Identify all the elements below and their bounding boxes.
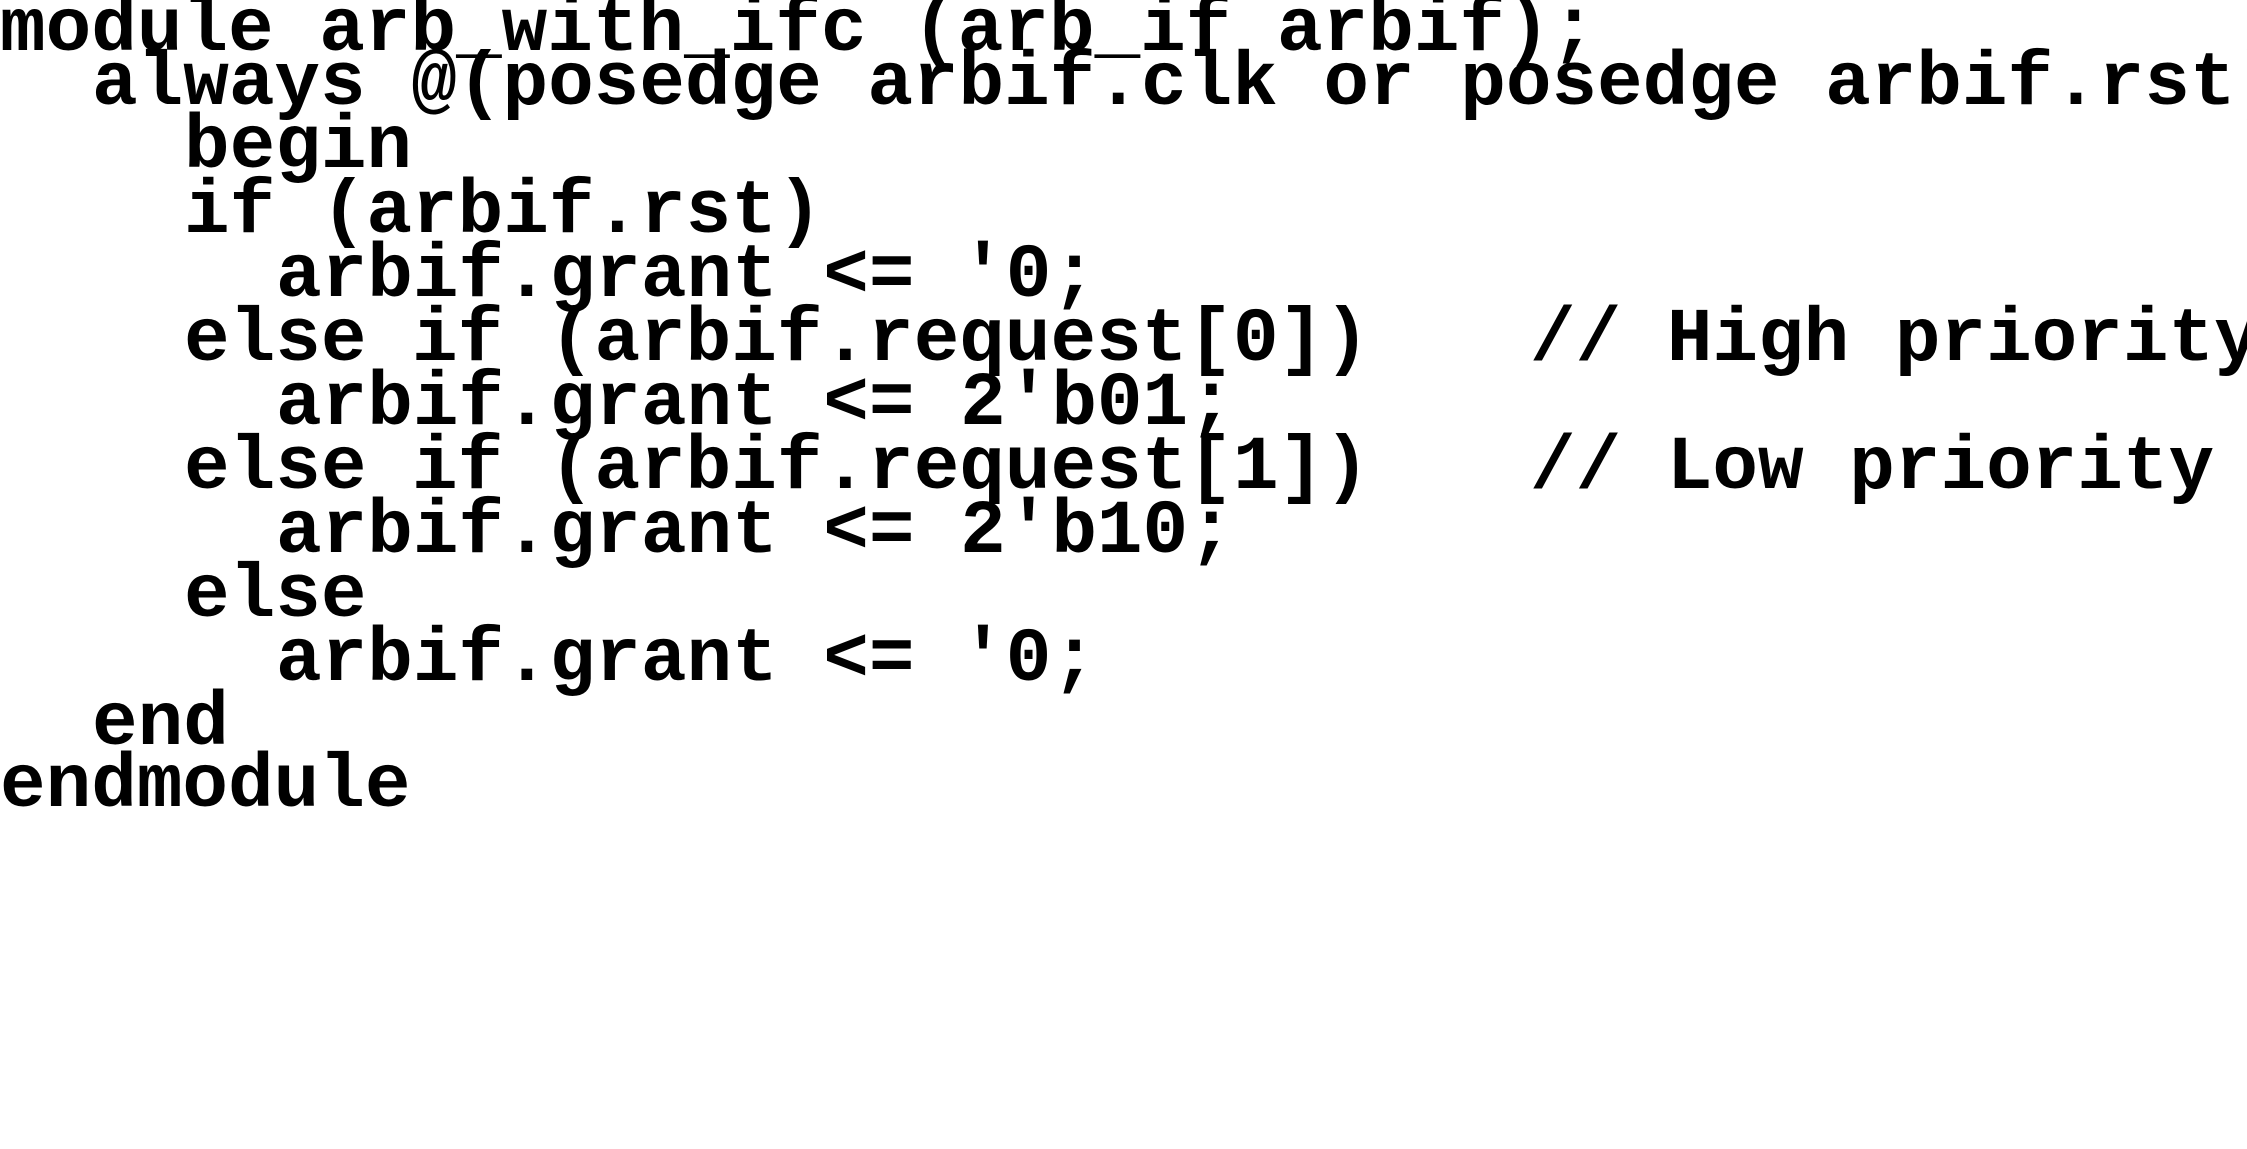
code-line-3: begin bbox=[0, 101, 412, 193]
code-line-12: end bbox=[0, 678, 229, 770]
code-line-10: else bbox=[0, 550, 366, 642]
code-line-5: arbif.grant <= '0; bbox=[0, 230, 1097, 322]
code-text: if (arbif.rst) bbox=[184, 169, 823, 255]
code-comment: // Low priority bbox=[1530, 425, 2215, 511]
code-text: module arb_with_ifc (arb_if arbif); bbox=[0, 0, 1597, 73]
code-text: arbif.grant <= 2'b10; bbox=[276, 489, 1234, 575]
code-line-7: arbif.grant <= 2'b01; bbox=[0, 358, 1234, 450]
code-text: begin bbox=[184, 104, 413, 190]
code-text: else bbox=[184, 553, 367, 639]
code-line-11: arbif.grant <= '0; bbox=[0, 614, 1097, 706]
code-text: else if (arbif.request[0]) bbox=[184, 297, 1370, 383]
code-line-13: endmodule bbox=[0, 740, 410, 832]
code-line-4: if (arbif.rst) bbox=[0, 166, 823, 258]
code-line-8: else if (arbif.request[1]) // Low priori… bbox=[0, 422, 2214, 514]
code-text: always @(posedge arbif.clk or posedge ar… bbox=[92, 41, 2247, 127]
code-line-9: arbif.grant <= 2'b10; bbox=[0, 486, 1234, 578]
code-text: endmodule bbox=[0, 743, 411, 829]
code-line-2: always @(posedge arbif.clk or posedge ar… bbox=[0, 38, 2247, 130]
code-text: arbif.grant <= '0; bbox=[276, 617, 1097, 703]
code-text: arbif.grant <= '0; bbox=[276, 233, 1097, 319]
code-line-6: else if (arbif.request[0]) // High prior… bbox=[0, 294, 2247, 386]
code-line-1: module arb_with_ifc (arb_if arbif); bbox=[0, 0, 1596, 76]
code-text: end bbox=[92, 681, 229, 767]
code-text: arbif.grant <= 2'b01; bbox=[276, 361, 1234, 447]
code-text: else if (arbif.request[1]) bbox=[184, 425, 1370, 511]
code-comment: // High priority bbox=[1530, 297, 2247, 383]
